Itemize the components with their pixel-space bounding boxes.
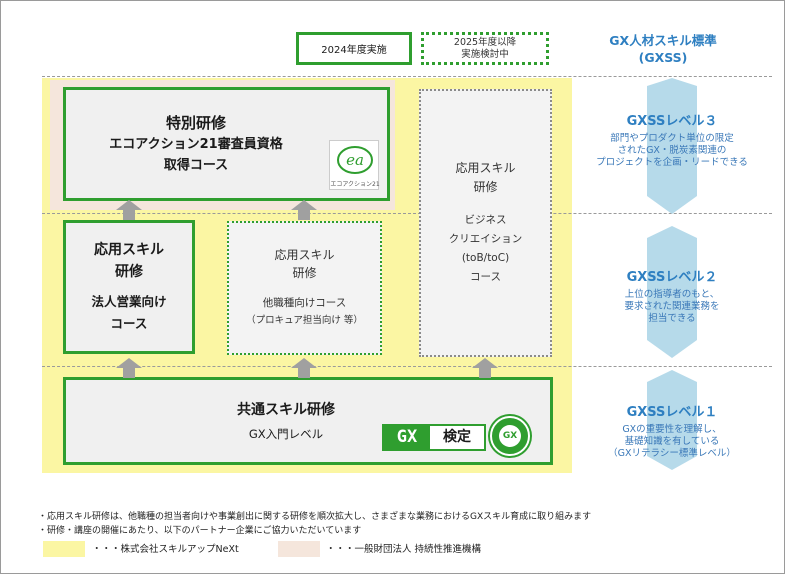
common-skill-box: 共通スキル研修 GX入門レベル GX 検定 GX (63, 377, 553, 465)
partner2-swatch (278, 541, 320, 557)
arrow-common-to-other (291, 358, 317, 378)
special-training-text: 特別研修 エコアクション21審査員資格 取得コース (66, 104, 326, 184)
partner2-label: ・・・一般財団法人 持続性推進機構 (326, 544, 482, 555)
applied-sales-sub1: 法人営業向け (91, 294, 167, 309)
notes-line1: ・応用スキル研修は、他職種の担当者向けや事業創出に関する研修を順次拡大し、さまざ… (38, 512, 592, 522)
gx-seal-text: GX (502, 431, 518, 441)
gxss-level3: GXSSレベル３ 部門やプロダクト単位の限定 されたGX・脱炭素関連の プロジェ… (582, 98, 762, 180)
gxss-level2-title: GXSSレベル２ (626, 269, 718, 285)
ecoaction21-logo: ea エコアクション21 (329, 140, 380, 190)
legend-2025-line1: 2025年度以降 (453, 36, 517, 48)
kentei-badge-text: 検定 (443, 429, 471, 445)
applied-sales-title1: 応用スキル (94, 242, 164, 258)
applied-sales-title2: 研修 (115, 264, 143, 280)
applied-biz-box: 応用スキル 研修 ビジネス クリエイション (toB/toC) コース (419, 89, 552, 357)
special-training-box: 特別研修 エコアクション21審査員資格 取得コース ea エコアクション21 (63, 87, 390, 201)
gxss-level1-desc1: GXの重要性を理解し、 (622, 423, 722, 435)
applied-other-title2: 研修 (292, 266, 317, 280)
partner1-label: ・・・株式会社スキルアップNeXt (92, 544, 239, 555)
ecoaction21-logo-text: ea (346, 151, 364, 169)
gxss-level2-desc3: 担当できる (648, 312, 696, 324)
notes-line2: ・研修・講座の開催にあたり、以下のパートナー企業にご協力いただいています (38, 526, 362, 536)
divider-level3-2 (42, 213, 772, 214)
gx-badge-text: GX (384, 426, 430, 449)
gxss-level1-title: GXSSレベル１ (626, 404, 718, 420)
applied-biz-title2: 研修 (473, 180, 498, 194)
gxss-level3-desc1: 部門やプロダクト単位の限定 (610, 132, 734, 144)
applied-other-box: 応用スキル 研修 他職種向けコース （プロキュア担当向け 等） (227, 221, 382, 355)
legend-2024: 2024年度実施 (296, 32, 412, 65)
arrow-sales-to-special (116, 200, 142, 220)
applied-biz-sub4: コース (470, 271, 501, 283)
divider-top (42, 76, 772, 77)
legend-2024-label: 2024年度実施 (321, 45, 387, 56)
gxss-level3-desc3: プロジェクトを企画・リードできる (596, 156, 748, 168)
gxss-level3-desc2: されたGX・脱炭素関連の (617, 144, 727, 156)
gxss-level1-desc3: （GXリテラシー標準レベル） (608, 447, 736, 459)
arrow-common-to-biz (472, 358, 498, 378)
special-training-line3: 取得コース (163, 157, 229, 173)
applied-biz-sub1: ビジネス (464, 214, 507, 226)
common-skill-sub: GX入門レベル (248, 427, 324, 441)
gxss-level3-title: GXSSレベル３ (626, 113, 718, 129)
partner1-swatch (43, 541, 85, 557)
gxss-title-line2: (GXSS) (638, 50, 688, 65)
applied-sales-sub2: コース (110, 316, 148, 331)
gx-kentei-badge: GX 検定 (382, 424, 486, 451)
gxss-level1: GXSSレベル１ GXの重要性を理解し、 基礎知識を有している （GXリテラシー… (582, 392, 762, 468)
legend-2025: 2025年度以降 実施検討中 (421, 32, 549, 65)
arrow-common-to-sales (116, 358, 142, 378)
arrow-other-to-special (291, 200, 317, 220)
applied-other-sub2: （プロキュア担当向け 等） (246, 315, 363, 326)
level-chevrons (647, 78, 697, 470)
applied-other-title1: 応用スキル (274, 248, 335, 262)
common-skill-text: 共通スキル研修 GX入門レベル (186, 390, 386, 454)
applied-other-sub1: 他職種向けコース (262, 297, 347, 309)
ecoaction21-logo-caption: エコアクション21 (330, 181, 380, 188)
legend-2025-line2: 実施検討中 (461, 48, 509, 60)
special-training-line2: エコアクション21審査員資格 (109, 136, 283, 152)
gxss-level1-desc2: 基礎知識を有している (624, 435, 720, 447)
applied-sales-box: 応用スキル 研修 法人営業向け コース (63, 220, 195, 354)
gxss-level2: GXSSレベル２ 上位の指導者のもと、 要求された関連業務を 担当できる (582, 254, 762, 336)
applied-biz-title1: 応用スキル (455, 161, 516, 175)
gxss-level2-desc1: 上位の指導者のもと、 (624, 288, 720, 300)
applied-biz-sub2: クリエイション (448, 233, 523, 245)
gxss-title: GX人材スキル標準 (GXSS) (598, 28, 728, 70)
gxss-title-line1: GX人材スキル標準 (609, 33, 717, 48)
divider-level2-1 (42, 366, 772, 367)
gx-seal-inner: GX (499, 425, 521, 447)
common-skill-title: 共通スキル研修 (237, 402, 335, 418)
gx-seal-icon: GX (490, 416, 530, 456)
gxss-level2-desc2: 要求された関連業務を (624, 300, 720, 312)
ecoaction21-logo-mark: ea (337, 146, 373, 174)
special-training-title: 特別研修 (165, 113, 226, 132)
applied-biz-sub3: (toB/toC) (461, 252, 510, 264)
